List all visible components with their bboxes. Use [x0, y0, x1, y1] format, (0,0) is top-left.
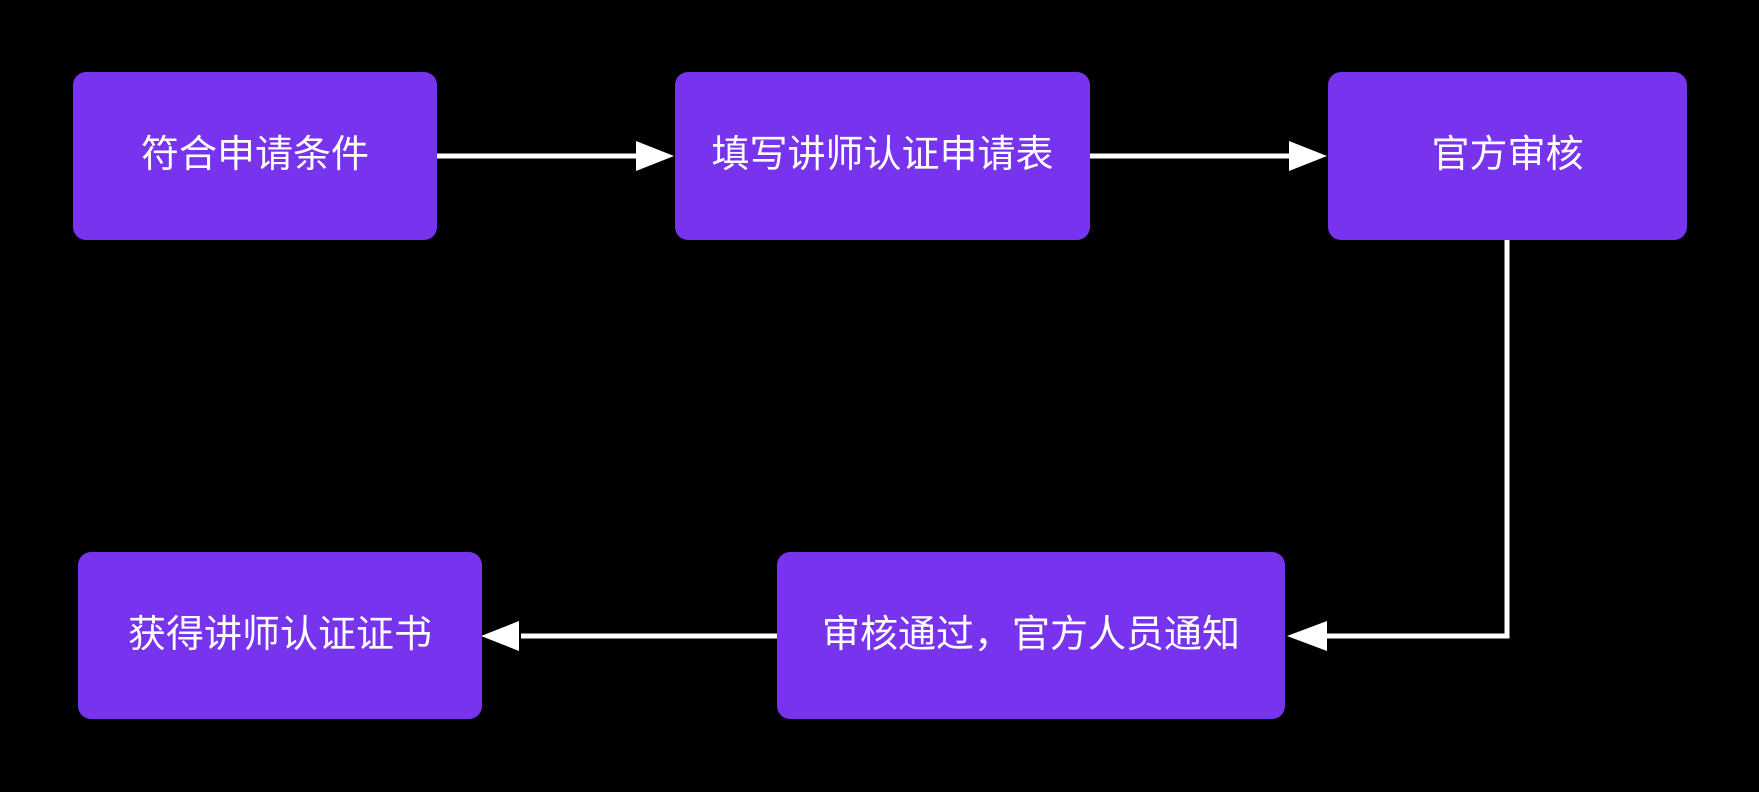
flow-node-step2-label: 填写讲师认证申请表	[711, 134, 1054, 177]
flow-node-step3-label: 官方审核	[1431, 134, 1584, 177]
flow-node-step4-label: 审核通过，官方人员通知	[821, 613, 1240, 656]
flow-node-step3: 官方审核	[1328, 72, 1687, 240]
flow-node-step5: 获得讲师认证证书	[78, 552, 482, 719]
arrow-step3-to-step4	[1287, 240, 1510, 651]
flow-node-step2: 填写讲师认证申请表	[675, 72, 1090, 240]
arrow-step2-to-step3	[1090, 141, 1327, 171]
flow-node-step1: 符合申请条件	[73, 72, 437, 240]
flow-node-step4: 审核通过，官方人员通知	[777, 552, 1285, 719]
flow-node-step5-label: 获得讲师认证证书	[127, 613, 432, 656]
arrow-step1-to-step2	[437, 141, 674, 171]
flow-node-step1-label: 符合申请条件	[140, 134, 369, 177]
arrow-step4-to-step5	[481, 621, 777, 651]
